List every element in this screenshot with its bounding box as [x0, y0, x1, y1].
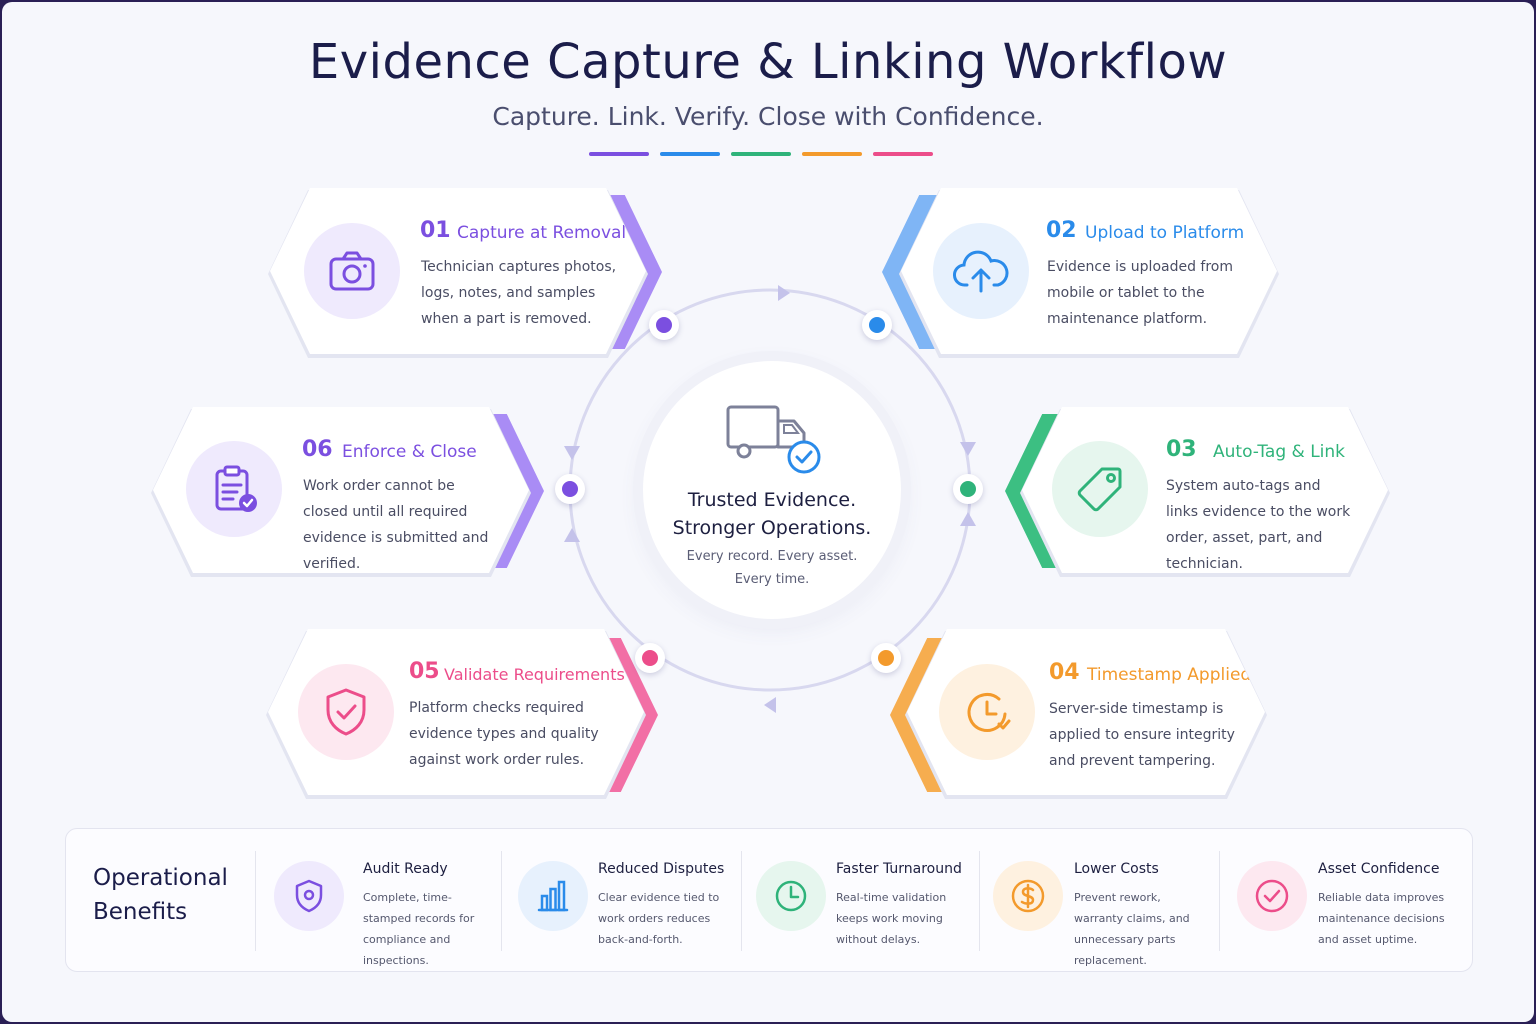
step-03-number: 03	[1166, 437, 1197, 462]
clipboard-check-icon	[206, 461, 262, 517]
step-04-icon-circle	[939, 664, 1035, 760]
step-02-card: 02 Upload to Platform Evidence is upload…	[901, 188, 1277, 354]
ring-arrow-bottom	[764, 697, 776, 713]
benefit-audit-description: Complete, time-stamped records for compl…	[363, 891, 475, 967]
ring-node-04	[871, 643, 901, 673]
step-05-description: Platform checks required evidence types …	[409, 700, 599, 768]
bar-chart-icon	[537, 880, 569, 912]
clock-icon	[775, 880, 807, 912]
center-headline-2: Stronger Operations.	[672, 517, 872, 539]
accent-stripe-green	[731, 152, 791, 156]
step-06-card: 06 Enforce & Close Work order cannot be …	[153, 407, 529, 573]
benefits-title-line-1: Operational	[93, 865, 228, 891]
benefit-turnaround-title: Faster Turnaround	[836, 861, 962, 877]
step-01-card: 01 Capture at Removal Technician capture…	[270, 188, 646, 354]
benefits-panel: Operational Benefits Audit Ready Complet…	[65, 828, 1473, 972]
center-hub: Trusted Evidence. Stronger Operations. E…	[643, 361, 901, 619]
benefit-disputes-description: Clear evidence tied to work orders reduc…	[598, 891, 720, 946]
ring-arrow-right-lower	[960, 512, 976, 526]
page-title: Evidence Capture & Linking Workflow	[308, 34, 1228, 90]
ring-node-05	[635, 643, 665, 673]
benefits-divider	[501, 851, 502, 951]
benefit-costs-title: Lower Costs	[1074, 861, 1159, 877]
benefits-divider	[1219, 851, 1220, 951]
camera-icon	[324, 243, 380, 299]
benefits-divider	[979, 851, 980, 951]
step-04-title: Timestamp Applied	[1087, 665, 1252, 685]
step-01-title: Capture at Removal	[457, 223, 627, 243]
center-headline-1: Trusted Evidence.	[687, 489, 857, 511]
cloud-upload-icon	[951, 243, 1011, 299]
step-01-number: 01	[420, 218, 451, 243]
step-05-title: Validate Requirements	[444, 665, 625, 684]
step-06-number: 06	[302, 437, 333, 462]
ring-arrow-left-lower	[564, 528, 580, 542]
step-05-icon-circle	[298, 664, 394, 760]
benefit-costs-icon-circle	[993, 861, 1063, 931]
step-06-description: Work order cannot be closed until all re…	[303, 478, 489, 572]
benefit-audit-title: Audit Ready	[363, 861, 448, 877]
step-03-card: 03 Auto-Tag & Link System auto-tags and …	[1022, 407, 1388, 573]
step-01-description: Technician captures photos, logs, notes,…	[421, 259, 617, 327]
ring-arrow-left-upper	[564, 446, 580, 460]
step-02-description: Evidence is uploaded from mobile or tabl…	[1047, 259, 1233, 327]
step-04-number: 04	[1049, 660, 1080, 685]
step-01-icon-circle	[304, 223, 400, 319]
center-note-2: Every time.	[734, 572, 810, 587]
step-04-card: 04 Timestamp Applied Server-side timesta…	[907, 629, 1265, 795]
center-note-1: Every record. Every asset.	[686, 549, 858, 564]
step-02-icon-circle	[933, 223, 1029, 319]
benefits-divider	[741, 851, 742, 951]
accent-stripe-purple	[589, 152, 649, 156]
benefit-turnaround-icon-circle	[756, 861, 826, 931]
step-06-icon-circle	[186, 441, 282, 537]
ring-node-02	[862, 310, 892, 340]
step-03-title: Auto-Tag & Link	[1213, 442, 1346, 462]
tag-icon	[1072, 461, 1128, 517]
step-04-description: Server-side timestamp is applied to ensu…	[1049, 701, 1235, 769]
check-circle-icon	[1255, 879, 1289, 913]
step-03-icon-circle	[1052, 441, 1148, 537]
benefit-audit-icon-circle	[274, 861, 344, 931]
dollar-icon	[1011, 879, 1045, 913]
ring-node-06	[555, 474, 585, 504]
benefits-title-line-2: Benefits	[93, 899, 188, 925]
benefits-title: Operational Benefits	[93, 861, 253, 929]
benefit-turnaround-description: Real-time validation keeps work moving w…	[836, 891, 947, 946]
benefit-confidence-description: Reliable data improves maintenance decis…	[1318, 891, 1445, 946]
ring-node-03	[953, 474, 983, 504]
ring-node-01	[649, 310, 679, 340]
ring-arrow-top	[778, 285, 790, 301]
benefit-confidence-icon-circle	[1237, 861, 1307, 931]
step-05-number: 05	[409, 659, 440, 684]
page-subtitle: Capture. Link. Verify. Close with Confid…	[492, 102, 1044, 131]
shield-check-icon	[318, 684, 374, 740]
benefit-costs-description: Prevent rework, warranty claims, and unn…	[1074, 891, 1190, 967]
step-02-number: 02	[1046, 218, 1077, 243]
clock-icon	[959, 684, 1015, 740]
step-03-description: System auto-tags and links evidence to t…	[1166, 478, 1351, 572]
benefits-divider	[255, 851, 256, 951]
ring-arrow-right-upper	[960, 442, 976, 456]
accent-stripe-pink	[873, 152, 933, 156]
step-06-title: Enforce & Close	[342, 442, 477, 462]
benefit-disputes-icon-circle	[518, 861, 588, 931]
step-02-title: Upload to Platform	[1085, 223, 1245, 243]
accent-stripe-orange	[802, 152, 862, 156]
accent-stripe-blue	[660, 152, 720, 156]
shield-icon	[295, 879, 323, 913]
truck-check-icon	[726, 405, 821, 474]
benefit-confidence-title: Asset Confidence	[1318, 861, 1440, 877]
benefit-disputes-title: Reduced Disputes	[598, 861, 725, 877]
step-05-card: 05 Validate Requirements Platform checks…	[268, 629, 644, 795]
